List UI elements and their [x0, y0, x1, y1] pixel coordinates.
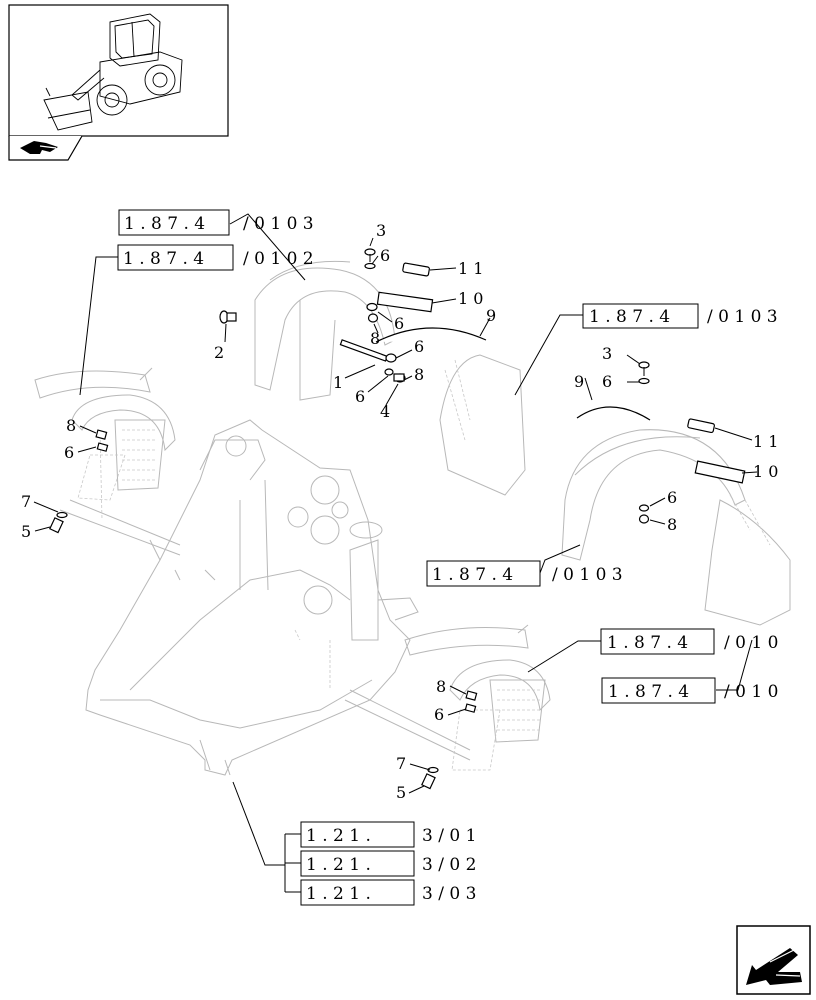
reference-1-box-text: 1 . 8 7 . 4	[124, 214, 205, 234]
callout-4: 4	[380, 402, 390, 421]
callout-6-upper-d: 6	[355, 387, 365, 406]
pad-11-right	[687, 418, 715, 434]
pad-11-upper	[402, 262, 430, 277]
callout-8-right: 8	[667, 515, 677, 534]
reference-6-suffix: / 0 1 0	[724, 682, 778, 702]
reference-8[interactable]: 1 . 2 1 . 3 / 0 2	[300, 850, 476, 877]
reference-4-box-text: 1 . 8 7 . 4	[432, 565, 513, 585]
callout-11-upper: 1 1	[458, 259, 483, 278]
trim-strip-9-right	[576, 406, 651, 421]
callout-6-right-b: 6	[667, 488, 677, 507]
next-page-arrow-icon[interactable]	[736, 925, 811, 995]
reference-3-suffix: / 0 1 0 3	[707, 307, 778, 327]
reference-5-box-text: 1 . 8 7 . 4	[607, 633, 688, 653]
plate-10-upper	[376, 291, 434, 313]
callout-2: 2	[214, 343, 224, 362]
reference-5-suffix: / 0 1 0	[724, 633, 778, 653]
wheel-loader-thumbnail	[43, 13, 183, 131]
callout-8-right-small: 8	[436, 677, 446, 696]
parts-layer	[49, 248, 746, 790]
reference-6[interactable]: 1 . 8 7 . 4 / 0 1 0	[601, 677, 778, 704]
reference-7-suffix: 3 / 0 1	[422, 826, 476, 846]
reference-9-suffix: 3 / 0 3	[422, 884, 476, 904]
plate-10-right	[694, 460, 746, 484]
reference-7[interactable]: 1 . 2 1 . 3 / 0 1	[300, 821, 476, 848]
loader-frame-drawing	[34, 260, 791, 776]
reference-1[interactable]: 1 . 8 7 . 4 / 0 1 0 3	[118, 209, 314, 236]
reference-2[interactable]: 1 . 8 7 . 4 / 0 1 0 2	[117, 244, 314, 271]
reference-9-box-text: 1 . 2 1 .	[306, 884, 371, 904]
reference-8-box-text: 1 . 2 1 .	[306, 855, 371, 875]
callout-5-right: 5	[396, 783, 406, 802]
callout-10-upper: 1 0	[458, 289, 483, 308]
reference-4[interactable]: 1 . 8 7 . 4 / 0 1 0 3	[426, 560, 623, 587]
callout-9-upper: 9	[486, 306, 496, 325]
callout-6-upper-c: 6	[414, 337, 424, 356]
reference-3-box-text: 1 . 8 7 . 4	[589, 307, 670, 327]
callout-3-upper: 3	[376, 221, 386, 240]
thumbnail-panel	[8, 4, 229, 161]
reference-8-suffix: 3 / 0 2	[422, 855, 476, 875]
callout-6-upper-b: 6	[394, 314, 404, 333]
reference-2-suffix: / 0 1 0 2	[243, 249, 314, 269]
callout-10-right: 1 0	[753, 462, 778, 481]
previous-page-arrow-icon[interactable]	[20, 141, 58, 154]
reference-1-suffix: / 0 1 0 3	[243, 214, 314, 234]
reference-5[interactable]: 1 . 8 7 . 4 / 0 1 0	[600, 628, 778, 655]
callout-6-right-a: 6	[602, 372, 612, 391]
callout-6-right-small: 6	[434, 705, 444, 724]
leader-lines	[33, 213, 758, 893]
callout-1: 1	[333, 373, 343, 392]
callout-8-upper-a: 8	[370, 329, 380, 348]
reference-6-box-text: 1 . 8 7 . 4	[608, 682, 689, 702]
callout-9-right: 9	[574, 372, 584, 391]
callout-6-left: 6	[64, 443, 74, 462]
callout-7-left: 7	[21, 492, 31, 511]
reference-4-suffix: / 0 1 0 3	[552, 565, 623, 585]
callout-3-right: 3	[602, 344, 612, 363]
reference-7-box-text: 1 . 2 1 .	[306, 826, 371, 846]
callout-labels: 3 6 1 1 1 0 6 9 2 8 6 1 8 6 4 3 6 9 1 1 …	[21, 221, 778, 802]
bolt-3-right	[638, 361, 650, 385]
reference-2-box-text: 1 . 8 7 . 4	[123, 249, 204, 269]
trim-strip-9-upper	[375, 327, 487, 343]
reference-3[interactable]: 1 . 8 7 . 4 / 0 1 0 3	[582, 303, 778, 329]
callout-7-right: 7	[396, 754, 406, 773]
callout-8-upper-b: 8	[414, 365, 424, 384]
callout-5-left: 5	[21, 522, 31, 541]
reference-9[interactable]: 1 . 2 1 . 3 / 0 3	[300, 879, 476, 906]
callout-11-right: 1 1	[753, 432, 778, 451]
callout-6-upper-a: 6	[380, 246, 390, 265]
bolt-2	[219, 310, 237, 324]
bolt-3-upper	[364, 248, 376, 270]
callout-8-left: 8	[66, 416, 76, 435]
